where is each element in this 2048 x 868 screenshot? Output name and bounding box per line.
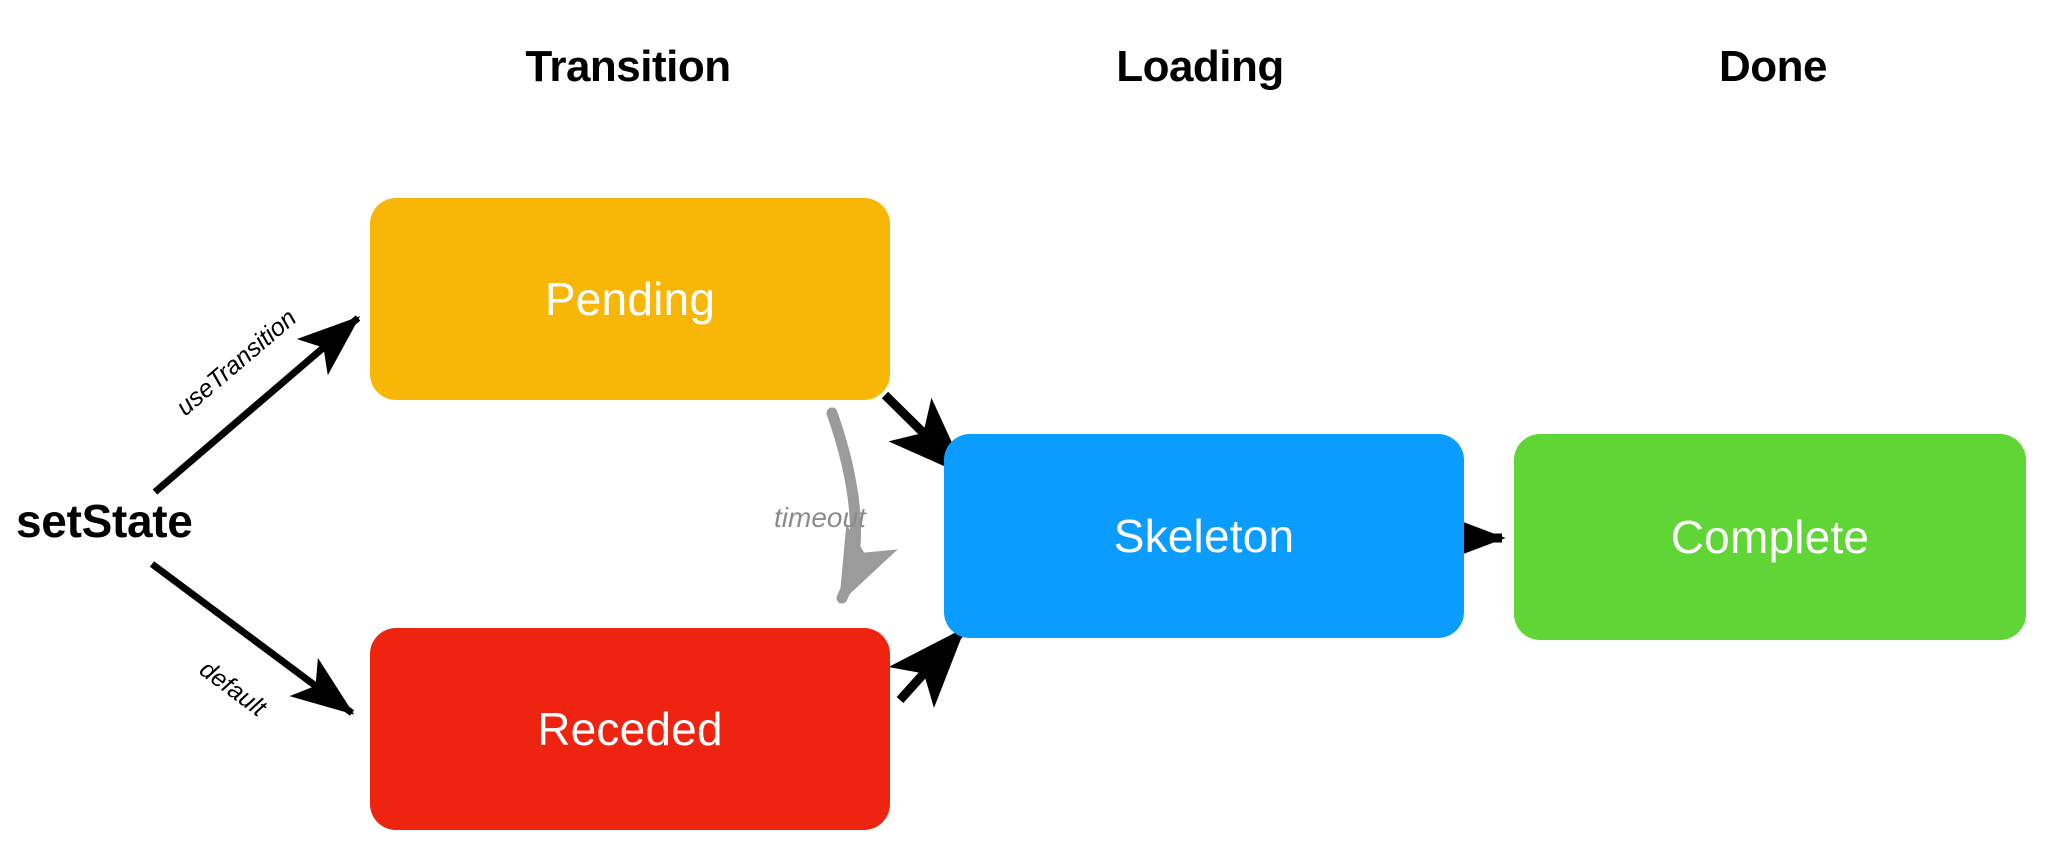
state-node-pending[interactable]: Pending [370,198,890,400]
column-heading-transition: Transition [525,42,731,91]
state-node-skeleton-label: Skeleton [1113,510,1295,562]
state-node-complete-label: Complete [1670,511,1870,563]
state-node-receded-label: Receded [537,703,723,755]
state-node-skeleton[interactable]: Skeleton [944,434,1464,638]
trigger-setstate: setState [16,495,193,547]
state-node-receded[interactable]: Receded [370,628,890,830]
state-node-complete[interactable]: Complete [1514,434,2026,640]
column-heading-loading: Loading [1116,42,1284,91]
column-heading-done: Done [1719,42,1828,91]
edge-label-default: default [194,655,272,723]
edge-receded-to-skeleton [888,626,967,709]
state-node-pending-label: Pending [544,273,716,325]
edge-label-timeout: timeout [774,502,866,533]
edge-label-usetransition: useTransition [171,303,302,422]
